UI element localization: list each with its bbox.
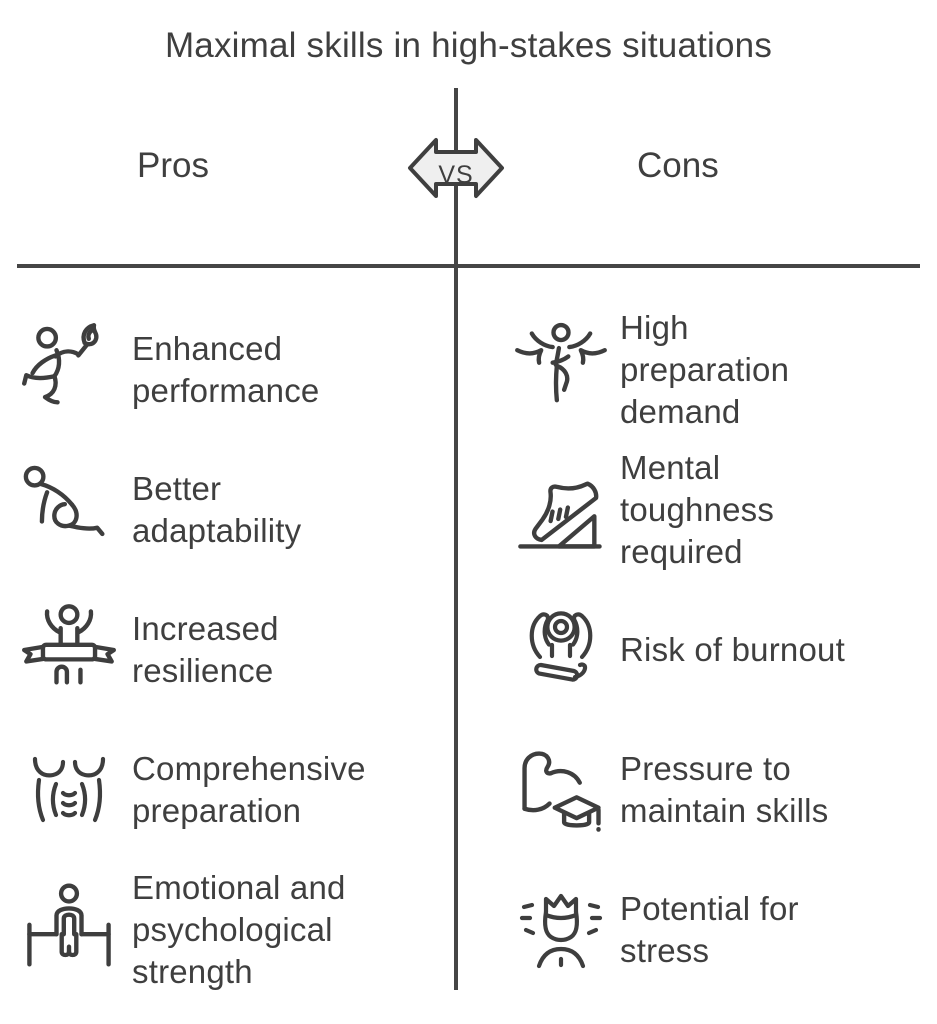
parallel-bars-gymnast-icon [12, 880, 126, 980]
finish-ribbon-winner-icon [12, 600, 126, 700]
list-item: Potential for stress [508, 860, 937, 1000]
list-item: Better adaptability [12, 440, 442, 580]
pros-item-label: Enhanced performance [132, 330, 320, 409]
burnout-meditation-icon [508, 602, 614, 698]
cons-heading: Cons [637, 146, 719, 185]
vertical-divider [454, 88, 458, 990]
sprinter-start-icon [12, 460, 126, 560]
pros-item-label: Emotional and psychological strength [132, 869, 346, 990]
vs-badge-label: VS [438, 161, 473, 189]
cons-item-label: Risk of burnout [620, 631, 845, 669]
cons-item-label: Mental toughness required [620, 449, 775, 570]
cons-column: High preparation demand Mental toughness… [508, 300, 937, 1000]
list-item: Mental toughness required [508, 440, 937, 580]
vs-badge: VS [406, 126, 506, 210]
list-item: Pressure to maintain skills [508, 720, 937, 860]
list-item: High preparation demand [508, 300, 937, 440]
cons-item-label: Potential for stress [620, 890, 799, 969]
pros-item-label: Better adaptability [132, 470, 302, 549]
vs-arrow-icon: VS [408, 138, 504, 198]
muscular-torso-icon [12, 742, 126, 838]
pros-heading: Pros [137, 146, 209, 185]
pros-item-label: Increased resilience [132, 610, 279, 689]
list-item: Comprehensive preparation [12, 720, 442, 860]
stressed-head-icon [508, 882, 614, 978]
list-item: Increased resilience [12, 580, 442, 720]
pros-item-label: Comprehensive preparation [132, 750, 366, 829]
list-item: Risk of burnout [508, 580, 937, 720]
running-shoe-incline-icon [508, 460, 614, 560]
finish-line-runner-icon [508, 320, 614, 420]
torch-athlete-icon [12, 320, 126, 420]
horizontal-divider [17, 264, 920, 268]
bicep-graduation-cap-icon [508, 740, 614, 840]
page-title: Maximal skills in high-stakes situations [164, 26, 773, 65]
list-item: Emotional and psychological strength [12, 860, 442, 1000]
pros-column: Enhanced performance Better adaptability [12, 300, 442, 1000]
cons-item-label: Pressure to maintain skills [620, 750, 829, 829]
list-item: Enhanced performance [12, 300, 442, 440]
cons-item-label: High preparation demand [620, 309, 790, 430]
